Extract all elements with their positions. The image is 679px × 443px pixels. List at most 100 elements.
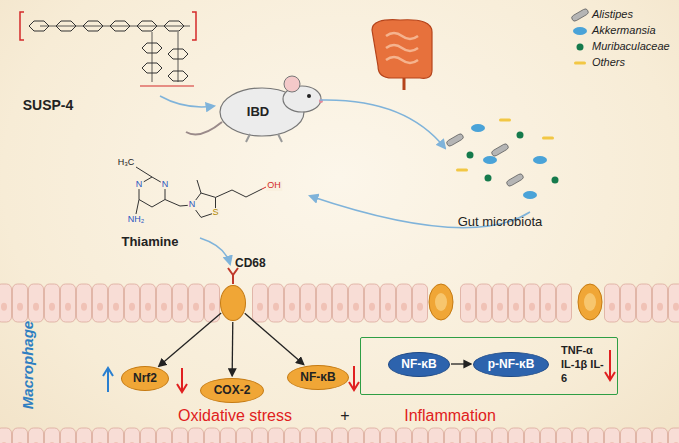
epithelial-cell xyxy=(525,284,540,322)
akkermansia-cell xyxy=(471,124,485,132)
cell-nucleus xyxy=(33,303,39,311)
cell-nucleus xyxy=(625,442,631,443)
cell-nucleus xyxy=(49,303,55,311)
cell-nucleus xyxy=(417,442,423,443)
epithelium-row xyxy=(0,428,679,443)
cell-nucleus xyxy=(273,303,279,311)
cell-nucleus xyxy=(465,303,471,311)
cell-nucleus xyxy=(177,442,183,443)
plus-sign: + xyxy=(340,407,349,425)
cell-nucleus xyxy=(529,303,535,311)
alistipes-rod xyxy=(446,133,465,147)
cell-nucleus xyxy=(641,303,647,311)
cell-nucleus xyxy=(209,303,215,311)
atom-label: OH xyxy=(266,181,282,191)
cell-nucleus xyxy=(113,442,119,443)
cell-nucleus xyxy=(225,442,231,443)
flow-arrow xyxy=(160,96,214,107)
epithelial-cell xyxy=(93,428,108,443)
node-text: COX-2 xyxy=(214,383,251,398)
cell-nucleus xyxy=(273,442,279,443)
epithelial-cell xyxy=(221,428,236,443)
epithelial-cell xyxy=(637,284,652,322)
cell-nucleus xyxy=(545,442,551,443)
cell-nucleus xyxy=(417,303,423,311)
epithelial-cell xyxy=(445,428,460,443)
atom-label: H₃C xyxy=(117,158,136,168)
epithelial-cell xyxy=(285,284,300,322)
epithelial-cell xyxy=(413,284,428,322)
epithelial-cell xyxy=(381,428,396,443)
cell-nucleus xyxy=(129,303,135,311)
compound-name: Thiamine xyxy=(121,235,178,249)
epithelial-cell xyxy=(605,284,620,322)
cell-nucleus xyxy=(481,303,487,311)
macrophage-nucleus xyxy=(435,293,447,311)
epithelial-cell xyxy=(29,284,44,322)
epithelial-cell xyxy=(93,284,108,322)
protein-oval: COX-2 xyxy=(200,378,264,403)
macrophage-cell: CD68 xyxy=(220,285,246,321)
cell-nucleus xyxy=(161,442,167,443)
cell-nucleus xyxy=(193,442,199,443)
cell-nucleus xyxy=(449,442,455,443)
cell-nucleus xyxy=(241,442,247,443)
legend-text: Alistipes xyxy=(592,8,633,20)
node-text: TNF-α IL-1β IL-6 xyxy=(561,344,607,385)
epithelial-cell xyxy=(317,284,332,322)
intestine-illustration xyxy=(372,20,432,90)
atom-label: NH₂ xyxy=(127,215,146,225)
muribaculaceae-cell xyxy=(577,44,584,51)
node-text: CD68 xyxy=(235,256,266,271)
epithelial-cell xyxy=(349,284,364,322)
epithelial-cell xyxy=(333,284,348,322)
epithelial-cell xyxy=(301,284,316,322)
cell-nucleus xyxy=(577,442,583,443)
macrophage-nucleus xyxy=(584,293,596,311)
epithelial-cell xyxy=(269,284,284,322)
protein-oval: NF-κB xyxy=(287,365,349,390)
cell-nucleus xyxy=(305,303,311,311)
alistipes-rod xyxy=(491,143,510,157)
epithelial-cell xyxy=(0,428,12,443)
cell-nucleus xyxy=(81,303,87,311)
cell-nucleus xyxy=(337,442,343,443)
connector-arrow xyxy=(245,313,304,364)
increase-arrow xyxy=(103,368,113,392)
mouse-illustration xyxy=(186,76,323,142)
bacteria-cluster xyxy=(446,119,559,200)
cell-nucleus xyxy=(353,442,359,443)
epithelial-cell xyxy=(125,428,140,443)
epithelial-cell xyxy=(429,428,444,443)
atom-label: N xyxy=(135,180,144,190)
epithelial-cell xyxy=(157,428,172,443)
epithelial-cell xyxy=(77,284,92,322)
epithelial-cell xyxy=(189,428,204,443)
epithelial-cell xyxy=(557,284,572,322)
cell-nucleus xyxy=(161,303,167,311)
cell-nucleus xyxy=(385,442,391,443)
cell-nucleus xyxy=(625,303,631,311)
cell-nucleus xyxy=(65,442,71,443)
epithelial-cell xyxy=(621,428,636,443)
cell-nucleus xyxy=(1,303,7,311)
epithelial-cell xyxy=(365,428,380,443)
cell-nucleus xyxy=(305,442,311,443)
muribaculaceae-cell xyxy=(517,132,524,139)
node-text: p-NF-κB xyxy=(488,357,535,372)
cell-nucleus xyxy=(673,303,679,311)
epithelial-cell xyxy=(653,284,668,322)
epithelial-cell xyxy=(173,284,188,322)
epithelial-cell xyxy=(669,284,679,322)
pathway-box: TNF-α IL-1β IL-6NF-κBp-NF-κB xyxy=(360,337,618,395)
legend-samples xyxy=(571,8,590,65)
legend-text: Others xyxy=(592,56,625,68)
cell-nucleus xyxy=(289,442,295,443)
epithelial-cell xyxy=(493,428,508,443)
cell-nucleus xyxy=(465,442,471,443)
epithelial-cell xyxy=(381,284,396,322)
epithelial-cell xyxy=(333,428,348,443)
epithelial-cell xyxy=(173,428,188,443)
cell-nucleus xyxy=(289,303,295,311)
